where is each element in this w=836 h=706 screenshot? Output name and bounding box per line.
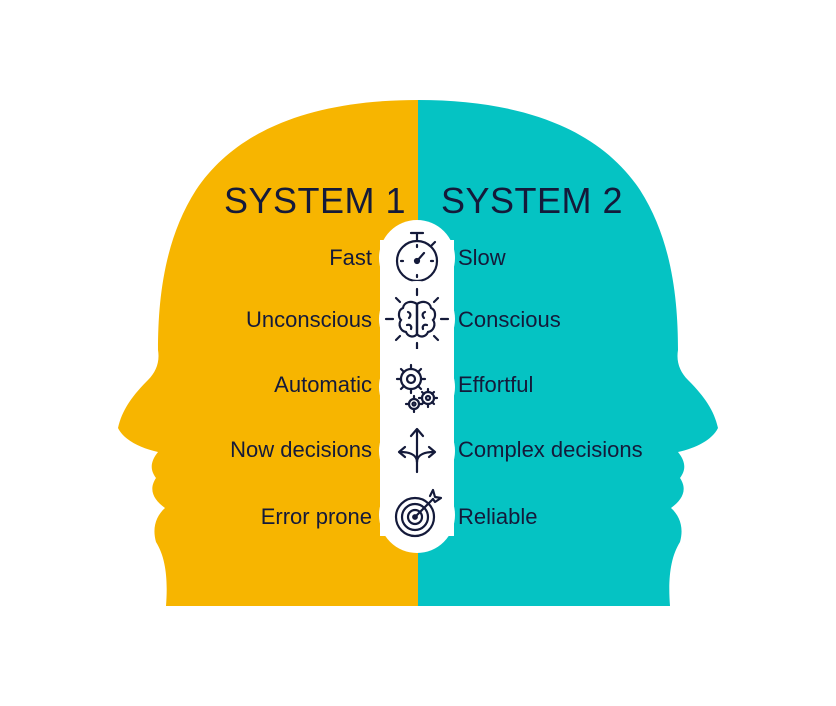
system2-head xyxy=(418,100,718,606)
stopwatch-icon xyxy=(378,219,456,297)
gears-icon xyxy=(378,348,456,426)
system1-label-error-prone: Error prone xyxy=(260,504,372,529)
system2-label-conscious: Conscious xyxy=(458,307,561,332)
system1-head xyxy=(118,100,418,606)
system2-label-complex-decisions: Complex decisions xyxy=(458,437,643,462)
system1-label-unconscious: Unconscious xyxy=(246,307,372,332)
system2-heading: SYSTEM 2 xyxy=(441,180,624,221)
system2-label-slow: Slow xyxy=(458,245,506,270)
system1-heading: SYSTEM 1 xyxy=(223,180,406,221)
system2-label-effortful: Effortful xyxy=(458,372,534,397)
brain-icon xyxy=(378,280,456,358)
system1-label-now-decisions: Now decisions xyxy=(230,437,372,462)
target-icon xyxy=(378,476,456,554)
system1-label-automatic: Automatic xyxy=(274,372,372,397)
system2-label-reliable: Reliable xyxy=(458,504,538,529)
split-arrows-icon xyxy=(378,412,456,490)
system1-label-fast: Fast xyxy=(329,245,372,270)
